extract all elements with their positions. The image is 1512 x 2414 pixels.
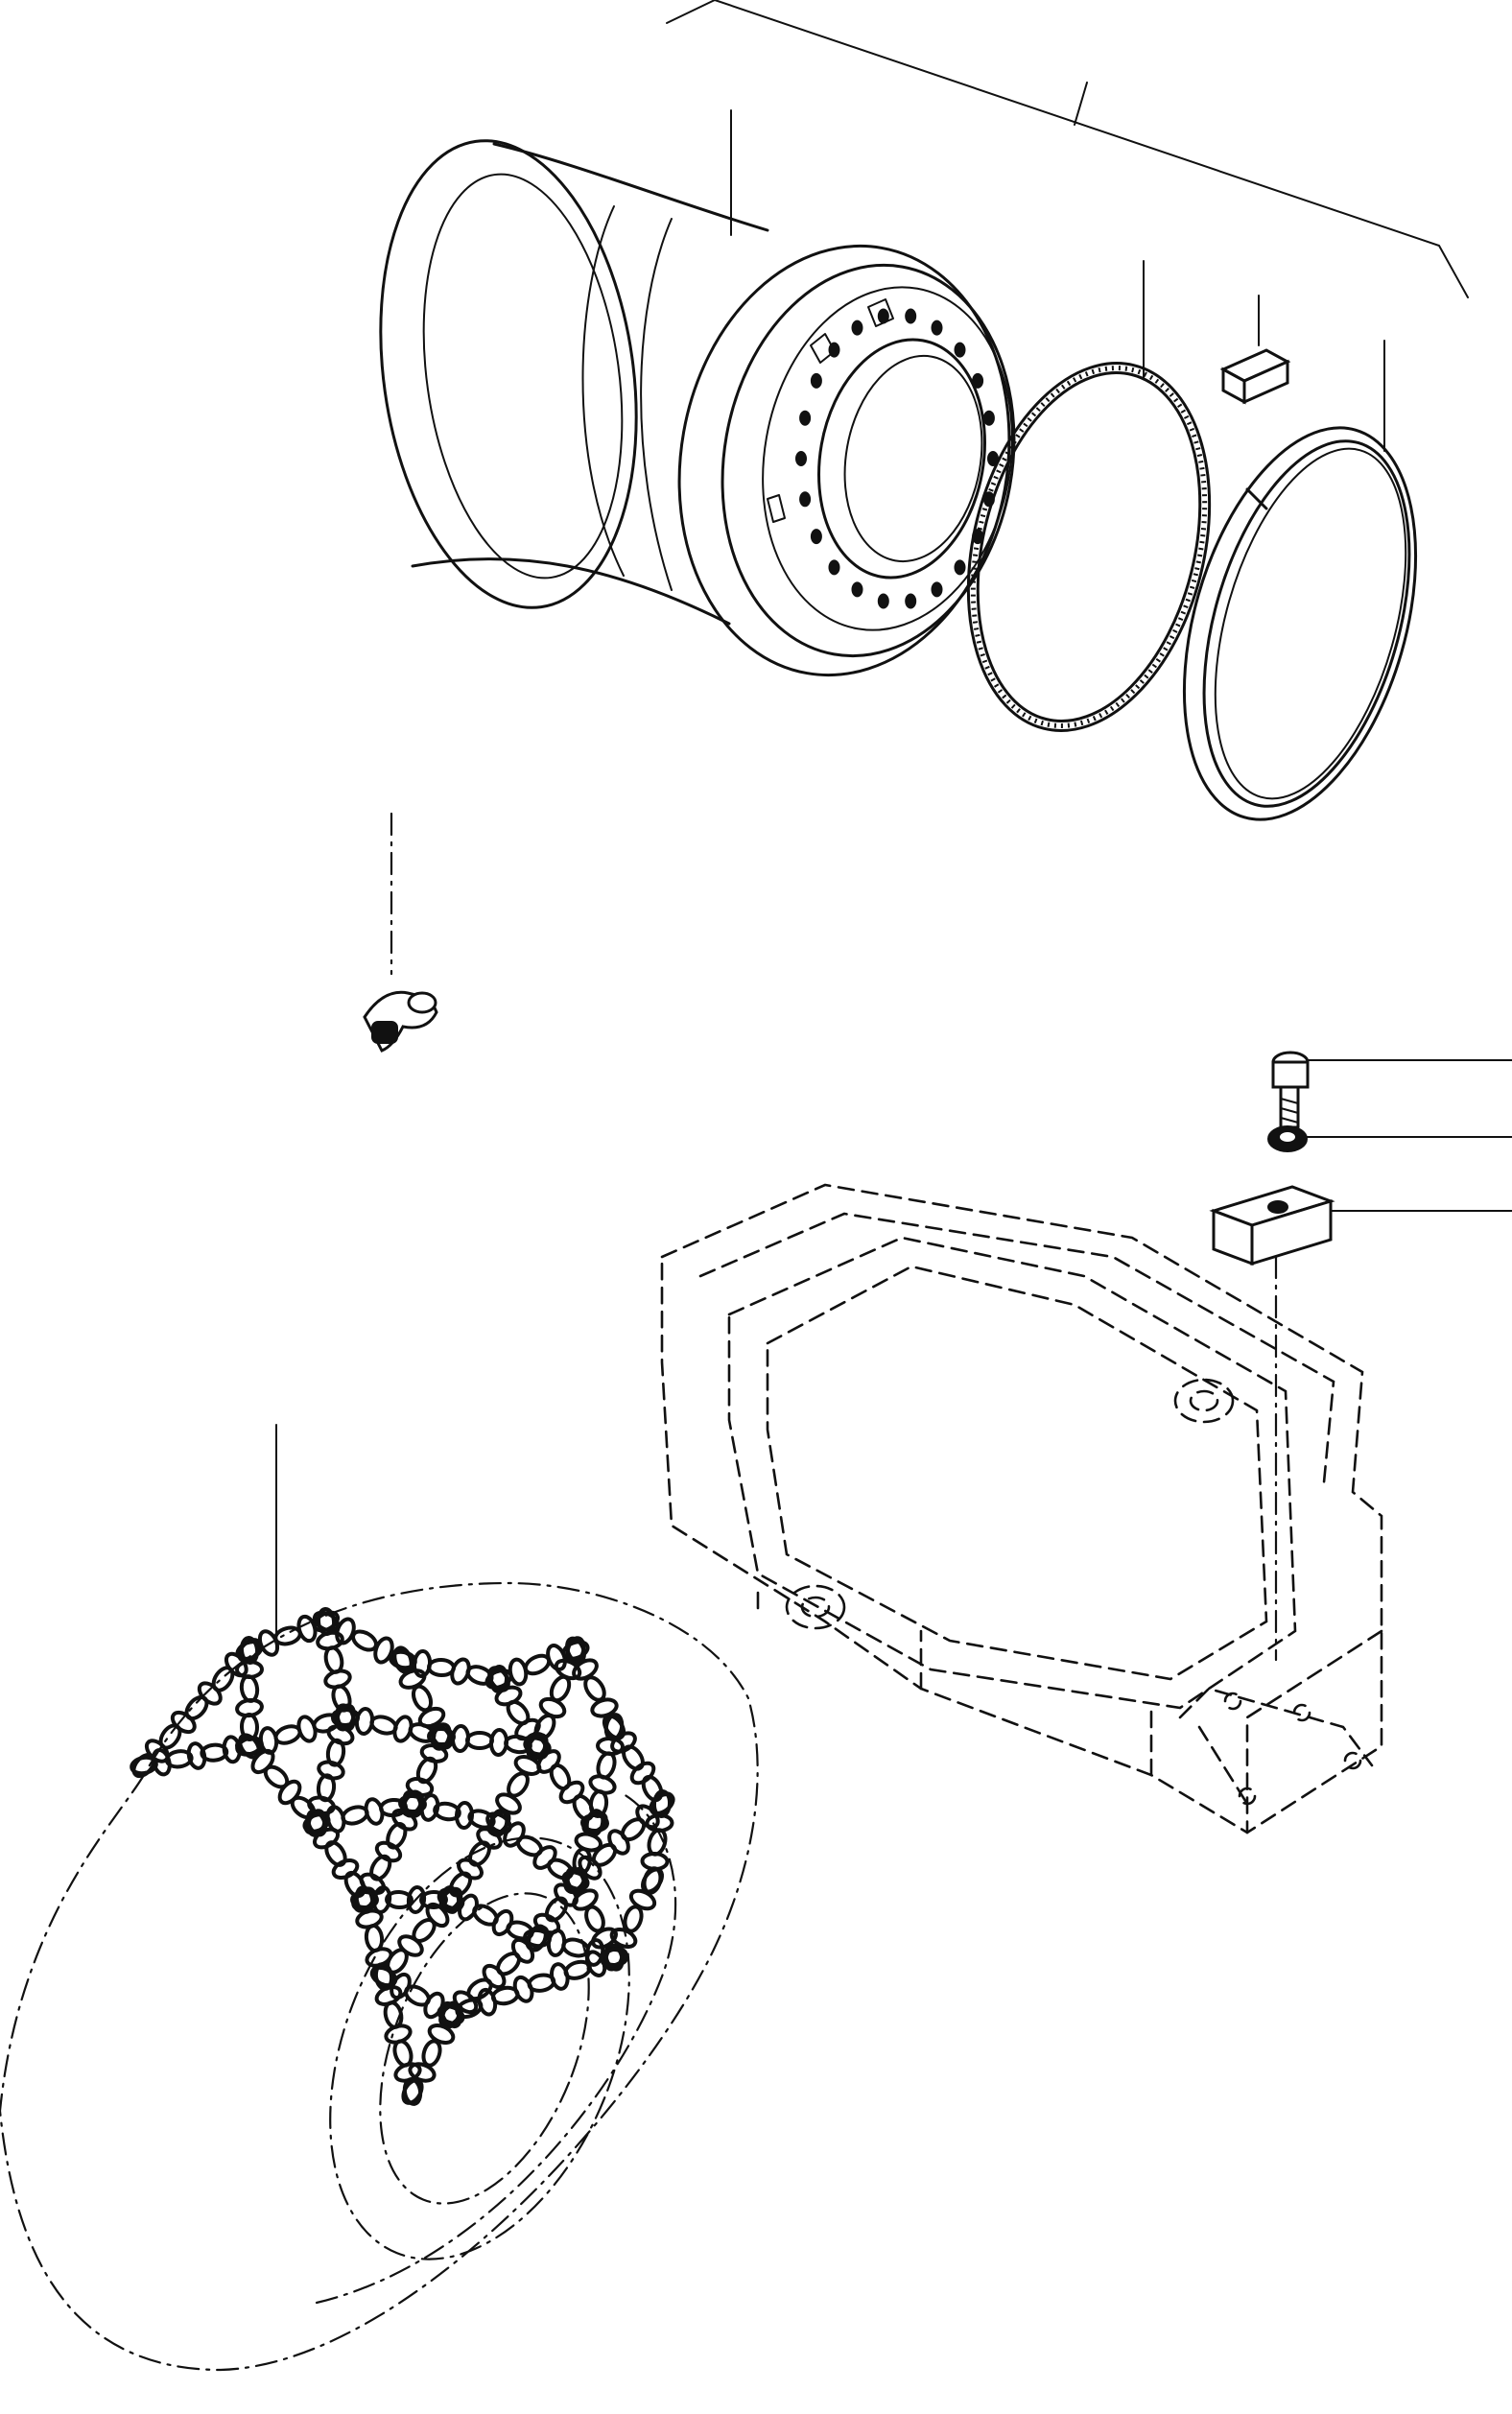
bolt-hole [877, 308, 889, 324]
bolt-hole [810, 372, 822, 389]
bolt-hole [851, 581, 863, 598]
chain-link [386, 1822, 408, 1850]
chain-link [561, 1640, 590, 1661]
chain-link [197, 1681, 223, 1706]
chain-link [532, 1845, 557, 1870]
chain-link [439, 2000, 462, 2029]
chain-link [427, 1657, 456, 1678]
bolt-hole [828, 342, 840, 358]
bolt-hole [931, 320, 943, 336]
chain-link [151, 1748, 172, 1777]
chain-link [312, 1610, 341, 1633]
stop-block [1209, 1185, 1335, 1266]
bolt-hole [987, 451, 999, 466]
chain-link [629, 1761, 656, 1786]
machine-frame [660, 1183, 1383, 1834]
chain-link [544, 1896, 569, 1923]
chain-link [239, 1674, 260, 1703]
chain-link [620, 1817, 647, 1842]
chain-link [431, 1722, 452, 1751]
chain-link [467, 1809, 496, 1830]
chain-link [130, 1755, 158, 1776]
bolt-hole [799, 491, 812, 508]
tire [0, 1581, 759, 2372]
wheel-rim [379, 139, 1016, 677]
chain-link [200, 1742, 229, 1763]
chain-link [457, 1858, 484, 1881]
chain-link [641, 1774, 664, 1803]
retaining-ring [1182, 426, 1418, 821]
chain-link [510, 1937, 535, 1964]
chain-link [324, 1840, 347, 1867]
chain-link [312, 1827, 341, 1850]
chain-link [515, 1834, 544, 1858]
bolt-hole [799, 410, 812, 426]
chain-link [184, 1694, 209, 1721]
chain-link [468, 1840, 491, 1867]
chain-link [211, 1666, 235, 1692]
leader-lines [275, 109, 1512, 1662]
chain-link [335, 1703, 356, 1732]
bolt-hole [905, 308, 917, 324]
bolt-hole [954, 342, 966, 358]
chain-link [591, 1842, 618, 1867]
group-bracket-line [666, 0, 1469, 298]
lock-washer [1267, 1125, 1308, 1152]
chain-link [580, 1812, 609, 1834]
chain-link [564, 1867, 587, 1894]
chain-link [558, 1780, 585, 1805]
bolt-hole [851, 320, 863, 336]
chain-link [523, 1736, 552, 1757]
bolt-hole [931, 581, 943, 598]
chain-link [650, 1791, 674, 1816]
bolt-hole [982, 410, 995, 426]
chain-link [454, 1801, 475, 1830]
chain-link [158, 1723, 182, 1750]
rim-bolt-holes [795, 308, 999, 609]
chain-link [385, 1889, 413, 1910]
bolt-hole [877, 593, 889, 609]
chain-link [406, 1885, 427, 1914]
chain-link [496, 1952, 521, 1976]
bolt-hole [905, 593, 917, 609]
bolt-hole [954, 559, 966, 576]
sealing-ring [966, 362, 1212, 732]
chain-link [391, 1808, 418, 1832]
chain-link [369, 1854, 392, 1882]
chain-link [186, 1741, 207, 1770]
chain-link [402, 2077, 423, 2106]
chain-link [397, 1934, 424, 1957]
chain-link [603, 1943, 625, 1972]
chain-link [622, 1744, 645, 1771]
tire-chain [130, 1607, 675, 2106]
chain-link [465, 1731, 494, 1750]
bolt-hole [972, 372, 984, 389]
chain-link [419, 1889, 448, 1910]
bolt-hole [810, 529, 822, 545]
chain-link [607, 1829, 630, 1856]
chain-link [305, 1809, 328, 1837]
chain-link [525, 1925, 550, 1952]
bolt-hole [795, 451, 807, 466]
chain-link [476, 1827, 503, 1850]
chain-link [374, 1840, 403, 1863]
chain-link [350, 1889, 379, 1910]
tire-valve [363, 990, 438, 1053]
chain-link [433, 1801, 461, 1822]
lock-clip [1219, 348, 1291, 405]
chain-link [398, 1793, 427, 1814]
bolt-hole [828, 559, 840, 576]
chain-link [400, 1790, 425, 1817]
chain-link [164, 1749, 194, 1769]
cap-screw [1271, 1051, 1310, 1129]
chain-link [277, 1779, 302, 1806]
